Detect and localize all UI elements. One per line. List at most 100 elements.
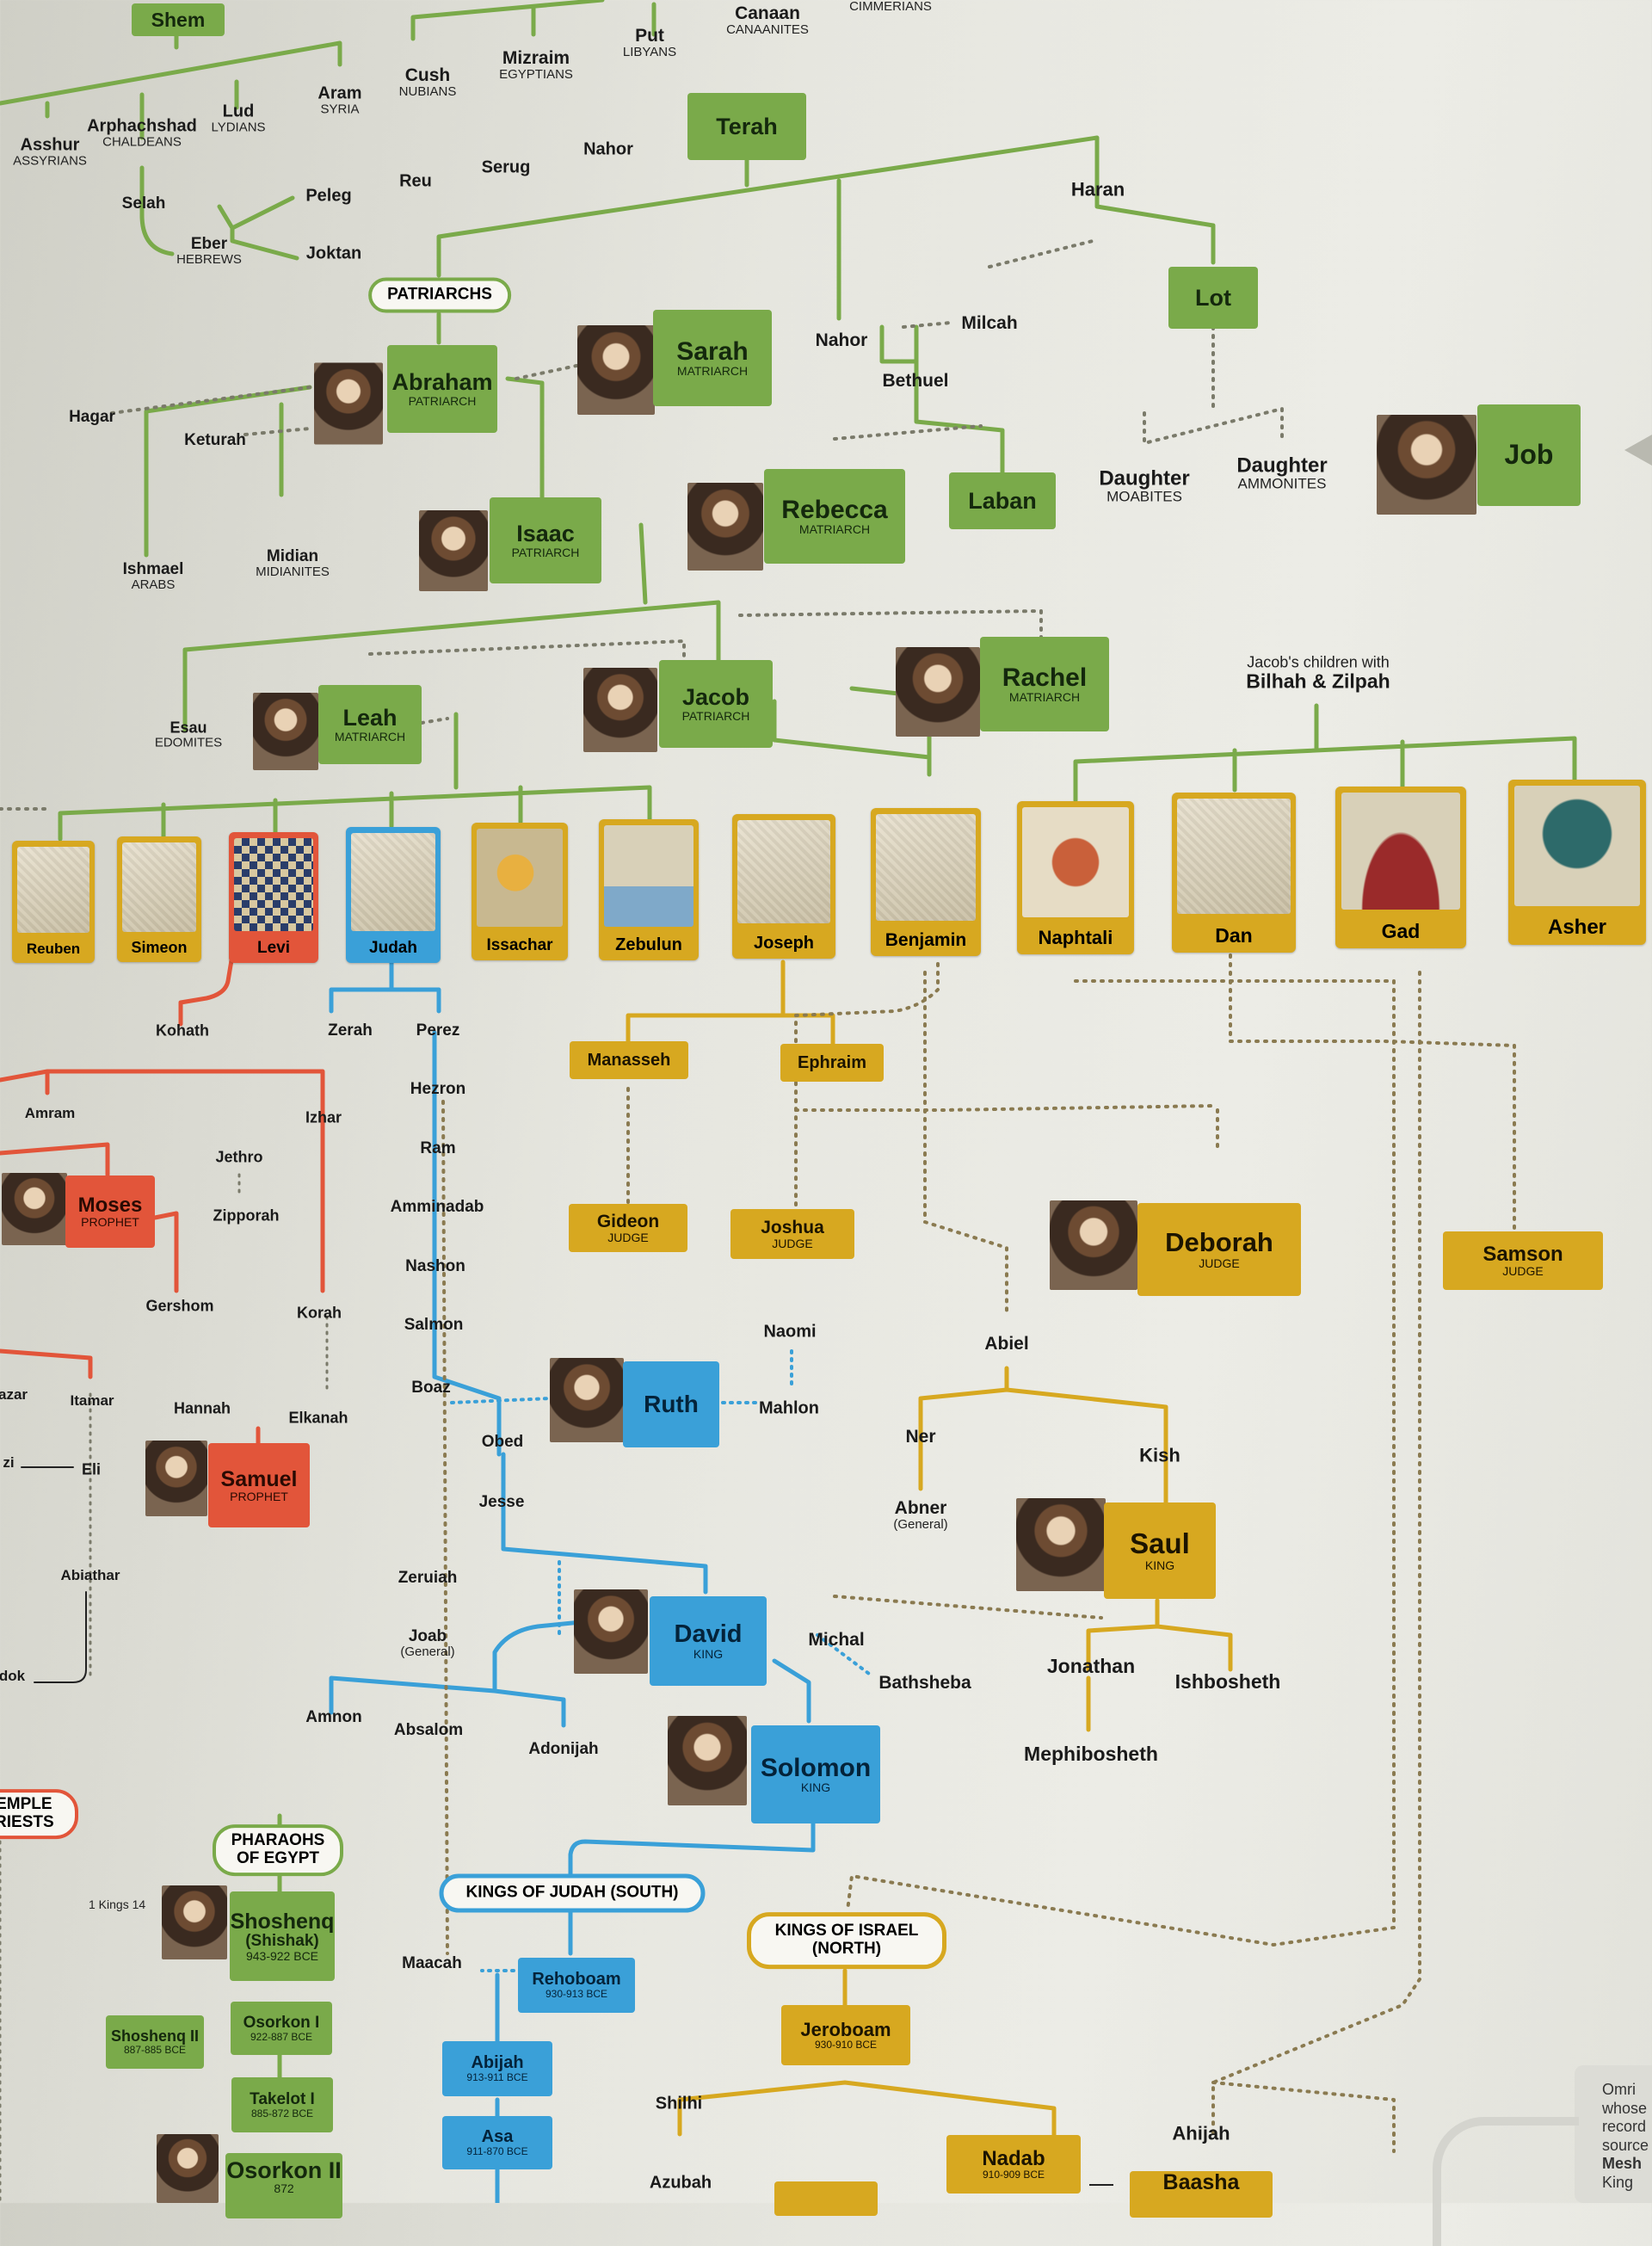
pharaohs-banner: PHARAOHS OF EGYPT (213, 1824, 343, 1876)
abner-label: Abner(General) (893, 1498, 948, 1533)
jacob-portrait (583, 668, 657, 752)
shoshenq-portrait (162, 1885, 227, 1959)
abraham-portrait (314, 362, 383, 445)
baasha-box[interactable]: Baasha (1130, 2171, 1273, 2218)
keturah-label: Keturah (184, 431, 246, 450)
mephibosheth-label: Mephibosheth (1024, 1742, 1158, 1765)
tribe-reuben[interactable]: Reuben (12, 841, 95, 963)
tribe-naphtali[interactable]: Naphtali (1017, 801, 1134, 954)
saul-portrait (1016, 1498, 1106, 1591)
haran-label: Haran (1070, 178, 1125, 201)
rachel-portrait (896, 647, 980, 737)
ishbosheth-label: Ishbosheth (1174, 1669, 1281, 1693)
reu-label: Reu (399, 171, 432, 191)
absalom-label: Absalom (393, 1721, 464, 1740)
abiathar-label: Abiathar (60, 1567, 120, 1584)
izhar-label: Izhar (305, 1108, 342, 1126)
hagar-label: Hagar (69, 408, 115, 427)
nashon-label: Nashon (405, 1257, 465, 1276)
tribe-judah[interactable]: Judah (346, 827, 441, 963)
partial-king-box[interactable] (774, 2181, 878, 2216)
leah-portrait (253, 693, 318, 770)
tribe-simeon[interactable]: Simeon (117, 836, 201, 962)
manasseh-box[interactable]: Manasseh (570, 1041, 688, 1079)
job-box[interactable]: Job (1477, 404, 1581, 506)
zadok-label: dok (0, 1668, 26, 1685)
ephraim-box[interactable]: Ephraim (780, 1044, 884, 1082)
tribe-benjamin[interactable]: Benjamin (871, 808, 981, 956)
joab-label: Joab(General) (400, 1627, 455, 1660)
serug-label: Serug (481, 157, 531, 177)
rebecca-portrait (687, 483, 763, 571)
sarah-portrait (577, 325, 655, 415)
shilhi-label: Shilhi (655, 2094, 703, 2113)
boaz-label: Boaz (411, 1379, 451, 1398)
shem-box[interactable]: Shem (132, 3, 225, 36)
terah-box[interactable]: Terah (687, 93, 806, 160)
ruth-box[interactable]: Ruth (623, 1361, 719, 1447)
maacah-label: Maacah (402, 1954, 462, 1973)
tribe-joseph[interactable]: Joseph (732, 814, 835, 959)
michal-label: Michal (808, 1629, 865, 1650)
kings-14-note: 1 Kings 14 (89, 1897, 146, 1911)
tribe-issachar[interactable]: Issachar (472, 823, 568, 960)
selah-label: Selah (121, 194, 166, 213)
kohath-label: Kohath (156, 1021, 209, 1040)
shoshenq-box[interactable]: Shoshenq(Shishak)943-922 BCE (230, 1891, 335, 1981)
deborah-portrait (1050, 1200, 1137, 1290)
tribe-zebulun[interactable]: Zebulun (599, 819, 699, 960)
ram-label: Ram (420, 1139, 456, 1158)
perez-label: Perez (416, 1021, 460, 1040)
tribe-dan[interactable]: Dan (1172, 793, 1296, 953)
tribe-levi[interactable]: Levi (229, 832, 318, 963)
milcah-label: Milcah (961, 312, 1018, 333)
tribe-gad[interactable]: Gad (1335, 787, 1466, 948)
tribe-asher[interactable]: Asher (1508, 780, 1646, 945)
temple-priests-banner: TEMPLE PRIESTS (0, 1789, 78, 1839)
lot-box[interactable]: Lot (1168, 267, 1258, 329)
laban-box[interactable]: Laban (949, 472, 1056, 529)
ner-label: Ner (905, 1426, 936, 1447)
nahor2-label: Nahor (815, 330, 868, 350)
david-portrait (574, 1589, 648, 1674)
obed-label: Obed (481, 1433, 524, 1452)
azubah-label: Azubah (649, 2173, 712, 2193)
samuel-portrait (145, 1441, 207, 1516)
